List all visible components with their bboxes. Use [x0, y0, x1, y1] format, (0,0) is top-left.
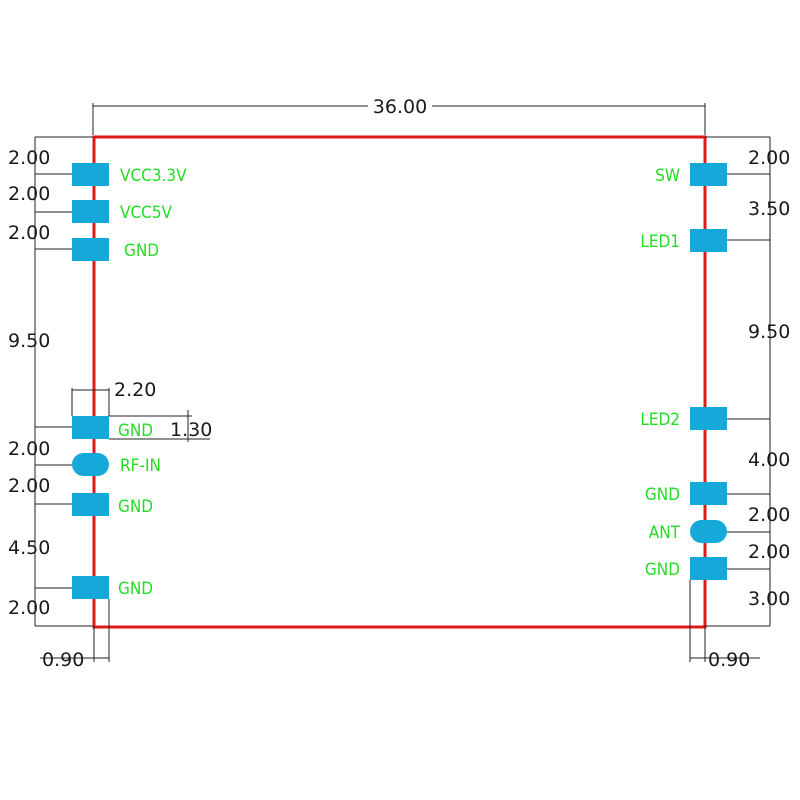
left-edge-offset-dimension: 0.90 [40, 599, 110, 671]
right-dim-1: 2.00 [748, 147, 790, 169]
pad-gnd2 [72, 416, 109, 439]
right-edge-offset-dimension: 0.90 [689, 580, 760, 671]
left-dimension-values: 2.00 2.00 2.00 9.50 2.00 2.00 4.50 2.00 [8, 147, 50, 619]
left-dim-2: 2.00 [8, 183, 50, 205]
left-edge-offset-label: 0.90 [42, 649, 84, 671]
right-dim-4: 4.00 [748, 449, 790, 471]
pad-vcc33 [72, 163, 109, 186]
board-width-label: 36.00 [373, 96, 427, 118]
left-dim-3: 2.00 [8, 222, 50, 244]
pad-rfin [72, 453, 109, 476]
board-width-dimension: 36.00 [92, 96, 706, 135]
left-pin-labels: VCC3.3V VCC5V GND GND RF-IN GND GND [118, 166, 187, 599]
pad-led1 [690, 229, 727, 252]
left-dim-8: 2.00 [8, 597, 50, 619]
pin-label-vcc5: VCC5V [120, 203, 173, 223]
right-dim-6: 2.00 [748, 541, 790, 563]
left-pads [72, 163, 109, 599]
board-outline [92, 135, 707, 629]
right-dim-3: 9.50 [748, 321, 790, 343]
right-dim-7: 3.00 [748, 588, 790, 610]
right-dim-5: 2.00 [748, 504, 790, 526]
pad-sw [690, 163, 727, 186]
pad-gnd3 [72, 493, 109, 516]
left-dim-6: 2.00 [8, 475, 50, 497]
left-dimension-lines [34, 136, 93, 627]
right-dimension-values: 2.00 3.50 9.50 4.00 2.00 2.00 3.00 [748, 147, 790, 610]
pad-width-label: 2.20 [114, 379, 156, 401]
pin-label-vcc33: VCC3.3V [120, 166, 187, 186]
left-dim-4: 9.50 [8, 330, 50, 352]
pin-label-led1: LED1 [640, 232, 680, 252]
right-edge-offset-label: 0.90 [708, 649, 750, 671]
pin-label-gnd1: GND [124, 241, 159, 261]
pad-size-dimensions: 2.20 1.30 [71, 379, 212, 442]
right-dim-2: 3.50 [748, 198, 790, 220]
pin-label-led2: LED2 [640, 410, 680, 430]
pad-gnd1 [72, 238, 109, 261]
pad-vcc5 [72, 200, 109, 223]
pin-label-gnd4: GND [118, 579, 153, 599]
pad-gnd4 [72, 576, 109, 599]
pin-label-ant: ANT [649, 523, 681, 543]
left-dim-5: 2.00 [8, 438, 50, 460]
pin-label-gnd6: GND [645, 560, 680, 580]
right-pads [690, 163, 727, 580]
pad-gnd6 [690, 557, 727, 580]
pin-label-rfin: RF-IN [120, 456, 161, 476]
pin-label-gnd5: GND [645, 485, 680, 505]
pad-led2 [690, 407, 727, 430]
left-dim-1: 2.00 [8, 147, 50, 169]
right-pin-labels: SW LED1 LED2 GND ANT GND [640, 166, 680, 580]
pad-gnd5 [690, 482, 727, 505]
pin-label-sw: SW [655, 166, 680, 186]
pin-label-gnd3: GND [118, 497, 153, 517]
pad-height-label: 1.30 [170, 419, 212, 441]
left-dim-7: 4.50 [8, 537, 50, 559]
pad-ant [690, 520, 727, 543]
pin-label-gnd2: GND [118, 421, 153, 441]
